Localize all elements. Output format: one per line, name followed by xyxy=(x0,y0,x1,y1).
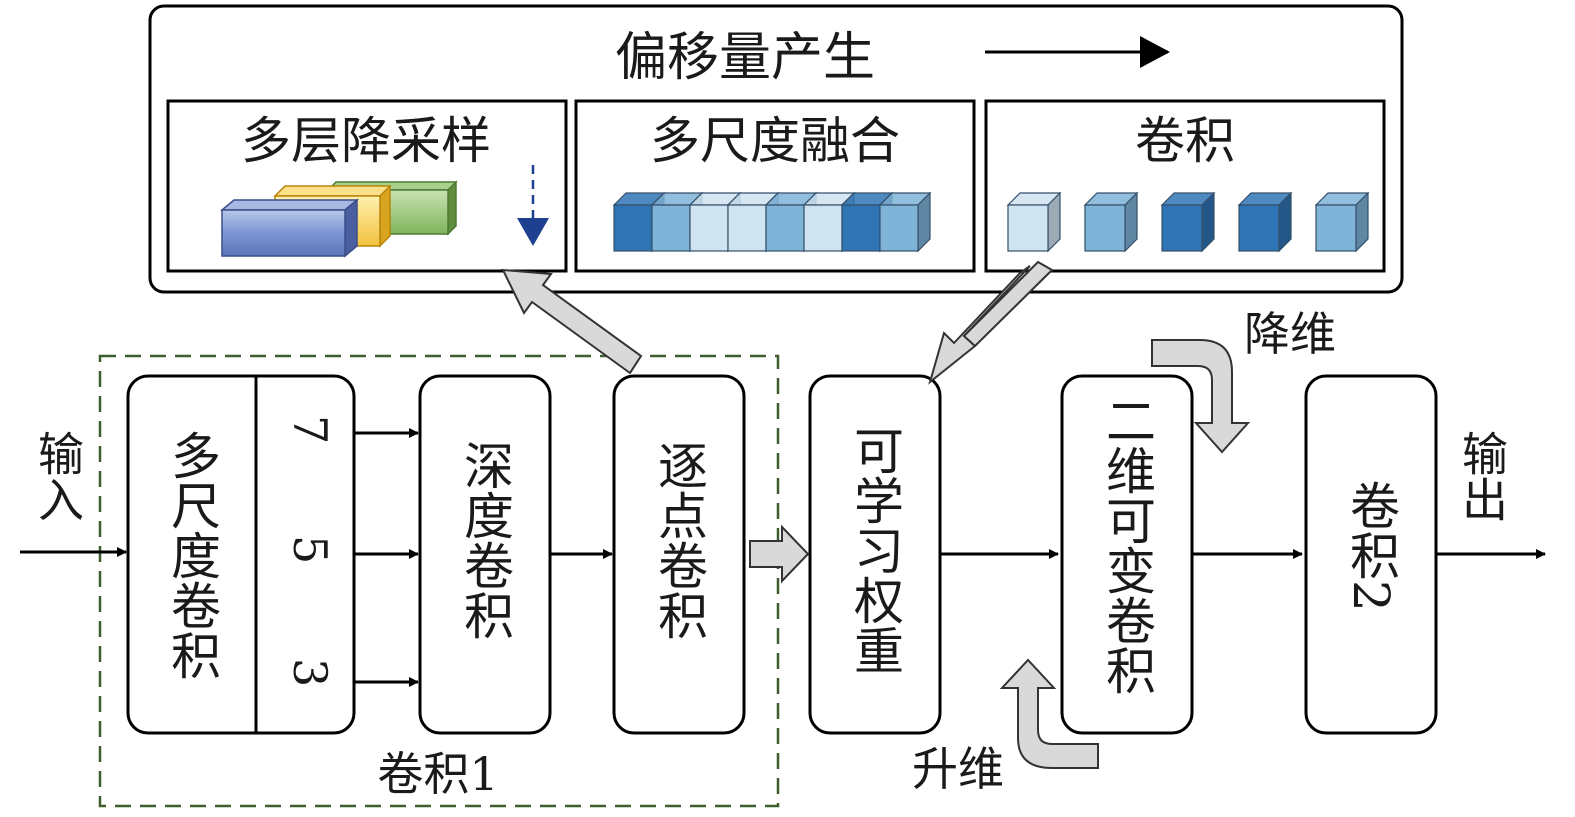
conv-cube xyxy=(1006,191,1062,253)
kernel-size-3: 3 xyxy=(283,658,337,687)
fusion-cube xyxy=(878,191,932,253)
conv-to-learnable-weight-arrow-body xyxy=(962,260,1054,348)
pointwise-to-downsampling-arrow xyxy=(501,268,643,375)
conv-section-label: 卷积 xyxy=(1135,112,1235,170)
learnable-weight-label: 可学习权重 xyxy=(846,425,904,675)
stacked-feature-maps-icon xyxy=(219,180,458,258)
offset-output-cubes xyxy=(1006,191,1370,253)
pointwise-conv-label: 逐点卷积 xyxy=(650,440,708,640)
deformable-conv-label: 二维可变卷积 xyxy=(1098,395,1156,695)
downsample-arrowhead xyxy=(517,218,549,246)
conv1-group-label: 卷积1 xyxy=(377,747,498,801)
input-label: 输入 xyxy=(31,430,85,522)
offset-generation-title: 偏移量产生 xyxy=(615,28,875,88)
depthwise-conv-label: 深度卷积 xyxy=(456,440,514,640)
reduce-dim-label: 降维 xyxy=(1244,307,1336,361)
kernel-size-5: 5 xyxy=(283,535,337,564)
raise-dim-label: 升维 xyxy=(912,742,1004,796)
pointwise-conv-block xyxy=(612,374,746,735)
kernel-size-7: 7 xyxy=(283,415,337,444)
flow-arrowhead xyxy=(1140,36,1170,68)
conv-cube xyxy=(1237,191,1293,253)
conv2-label: 卷积2 xyxy=(1342,480,1400,612)
conv1-group-frame xyxy=(98,354,780,808)
reduce-dim-curved-arrow xyxy=(1151,339,1251,454)
conv-cube xyxy=(1160,191,1216,253)
fusion-label: 多尺度融合 xyxy=(650,112,900,170)
conv1-output-block-arrow xyxy=(749,524,810,584)
output-label: 输出 xyxy=(1455,430,1509,522)
downsampling-label: 多层降采样 xyxy=(241,112,491,170)
raise-dim-curved-arrow xyxy=(999,658,1099,769)
multiscale-conv-label: 多尺度卷积 xyxy=(163,430,221,680)
conv-cube xyxy=(1314,191,1370,253)
fused-feature-cubes xyxy=(612,191,932,253)
conv-cube xyxy=(1083,191,1139,253)
